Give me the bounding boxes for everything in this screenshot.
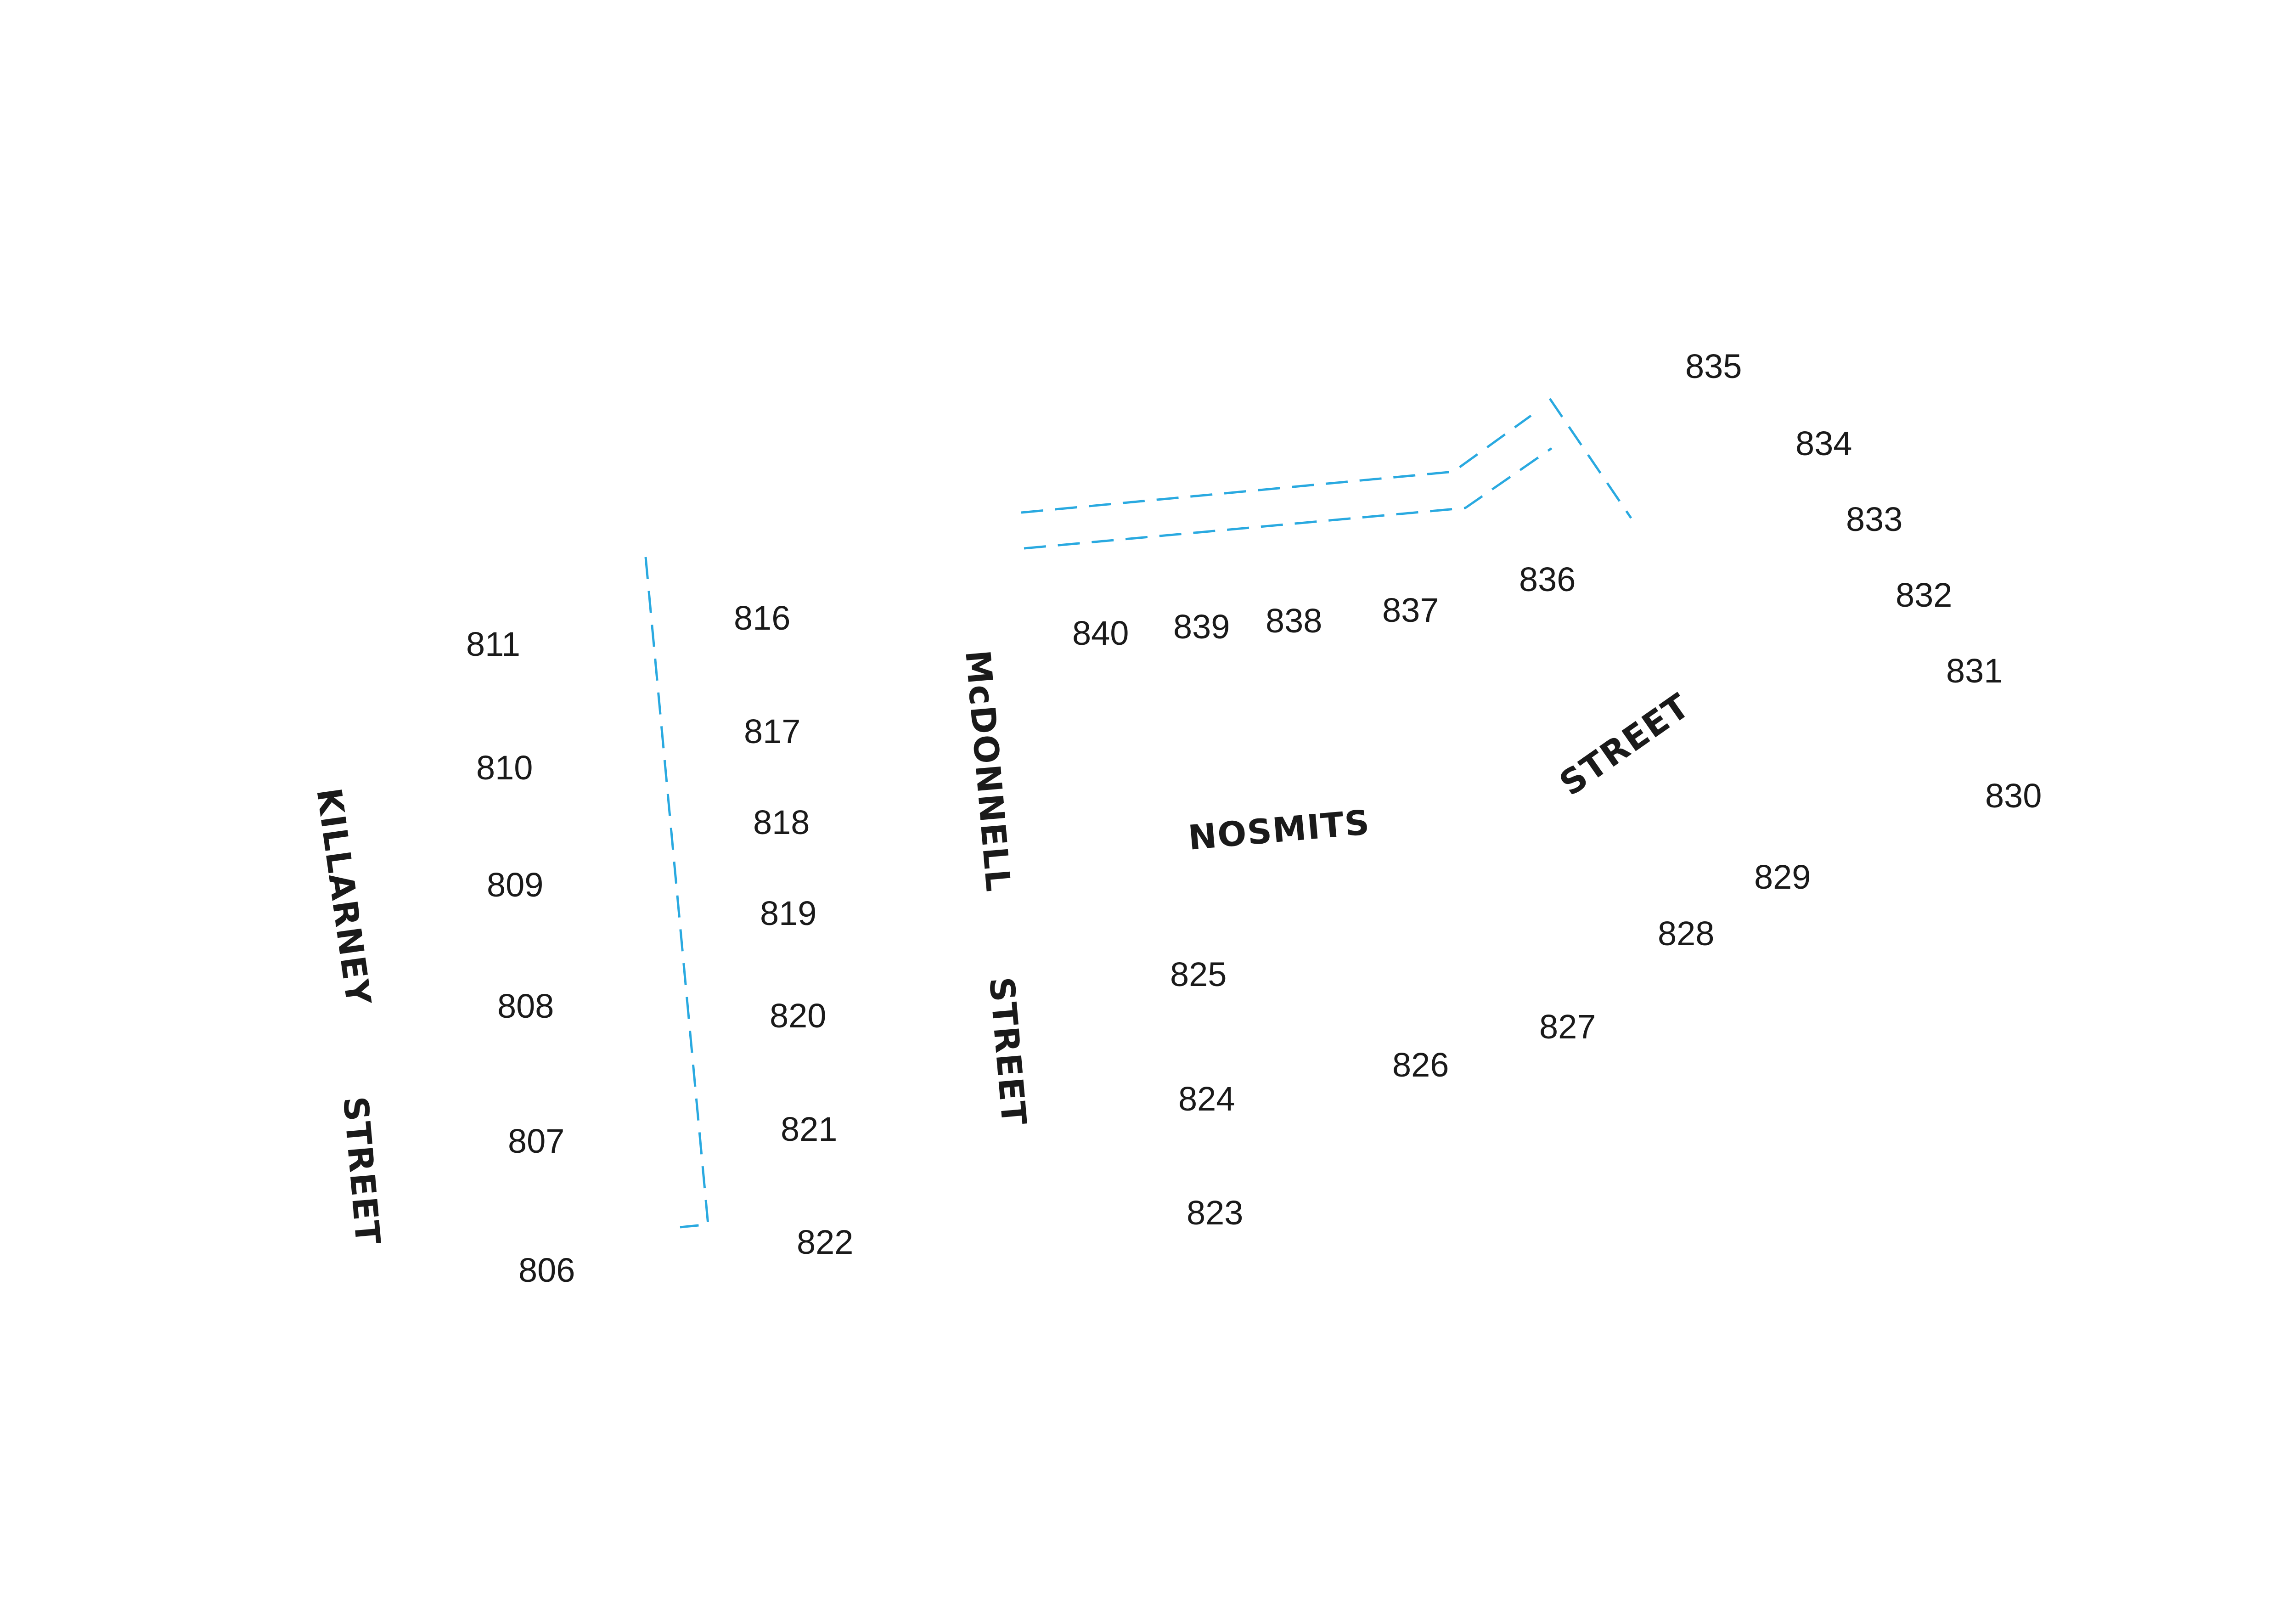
boundary-line-north-upper [1021, 414, 1532, 514]
street-label-nosmits-suffix: STREET [1553, 686, 1697, 803]
lot-number: 810 [476, 749, 533, 787]
lot-number: 818 [753, 803, 810, 841]
lot-number: 829 [1754, 858, 1811, 896]
lot-number: 817 [744, 712, 800, 750]
lot-number: 807 [508, 1122, 564, 1160]
lot-number: 816 [734, 599, 790, 637]
lot-number: 826 [1392, 1046, 1449, 1084]
lot-number: 840 [1072, 614, 1129, 652]
street-label-mcdonnell: McDONNELL [957, 648, 1018, 894]
lot-number: 838 [1266, 602, 1322, 640]
lot-number: 822 [797, 1223, 853, 1261]
lot-number: 820 [770, 997, 826, 1035]
lot-number: 808 [497, 987, 554, 1025]
lot-number: 833 [1846, 500, 1902, 538]
lot-number: 827 [1539, 1008, 1596, 1046]
street-label-killarney: KILLARNEY [309, 786, 378, 1009]
lot-number: 836 [1519, 560, 1576, 598]
lot-number: 830 [1985, 777, 2042, 815]
lot-number: 811 [466, 625, 520, 663]
lot-number: 823 [1187, 1194, 1243, 1232]
lot-number: 821 [781, 1110, 837, 1148]
street-label-nosmits: NOSMITS [1187, 803, 1372, 858]
lot-number: 831 [1946, 652, 2003, 690]
street-label-killarney-suffix: STREET [335, 1095, 388, 1247]
lot-number: 824 [1178, 1080, 1235, 1118]
lot-number: 806 [518, 1251, 575, 1289]
lot-number: 839 [1173, 608, 1230, 646]
boundary-line-northeast [1548, 398, 1632, 519]
lot-number: 837 [1382, 591, 1439, 629]
lot-number: 828 [1658, 914, 1714, 953]
lot-number: 809 [487, 866, 543, 904]
lot-number: 834 [1795, 424, 1852, 462]
lot-number: 825 [1170, 955, 1227, 993]
boundary-line-west [644, 557, 709, 1229]
lot-number: 835 [1685, 347, 1742, 385]
street-label-mcdonnell-suffix: STREET [981, 975, 1034, 1128]
lot-number: 819 [760, 894, 816, 932]
boundary-line-north-lower [1024, 447, 1553, 550]
lot-number: 832 [1896, 576, 1952, 614]
